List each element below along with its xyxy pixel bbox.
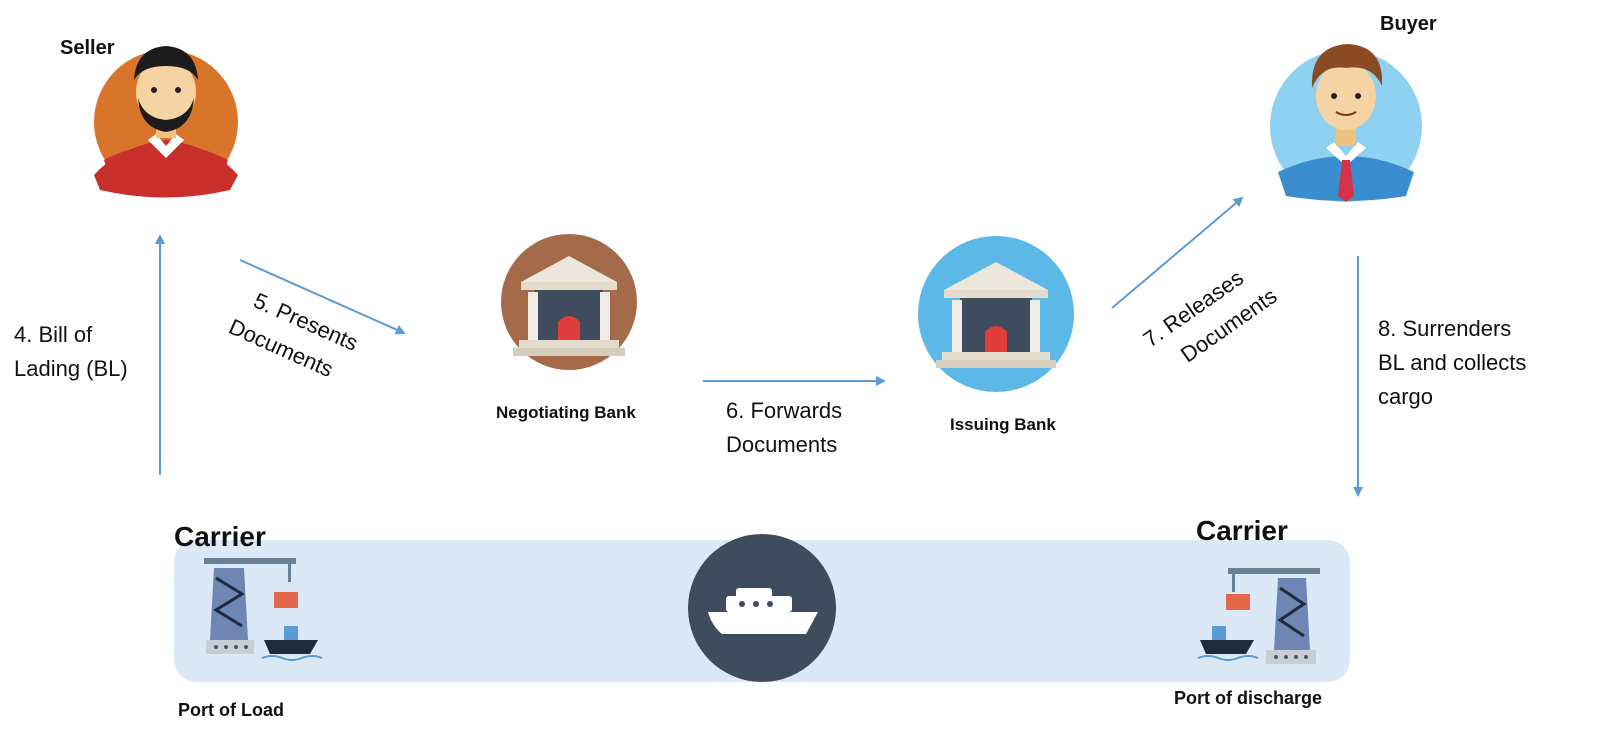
seller-avatar: [94, 46, 238, 198]
step8-label-line2: BL and collects: [1378, 350, 1526, 375]
seller-node: Seller: [60, 37, 238, 198]
negotiating-bank-node: Negotiating Bank: [496, 234, 637, 422]
step7-label: 7. Releases Documents: [1139, 265, 1282, 367]
issuing-bank-icon: [918, 236, 1074, 392]
step4-label-line2: Lading (BL): [14, 356, 128, 381]
seller-label: Seller: [60, 37, 115, 59]
port-of-load-label: Port of Load: [178, 700, 284, 720]
port-of-discharge-label: Port of discharge: [1174, 688, 1322, 708]
issuing-bank-label: Issuing Bank: [950, 415, 1056, 434]
step7-arrow: [1111, 196, 1244, 309]
buyer-node: Buyer: [1270, 13, 1437, 202]
step8-label-line1: 8. Surrenders: [1378, 316, 1511, 341]
step8-label-line3: cargo: [1378, 384, 1433, 409]
carrier-discharge-label: Carrier: [1196, 515, 1288, 546]
crane-load-icon: [204, 558, 323, 661]
ship-icon: [688, 534, 836, 682]
crane-discharge-icon: [1197, 568, 1320, 664]
step4-label-line1: 4. Bill of: [14, 322, 93, 347]
step5-label: 5. Presents Documents: [225, 288, 362, 382]
negotiating-bank-icon: [501, 234, 637, 370]
buyer-label: Buyer: [1380, 13, 1437, 35]
buyer-avatar: [1270, 44, 1422, 202]
step6-label-line1: 6. Forwards: [726, 398, 842, 423]
issuing-bank-node: Issuing Bank: [918, 236, 1074, 434]
step6-label-line2: Documents: [726, 432, 837, 457]
step5-arrow: [239, 259, 406, 335]
negotiating-bank-label: Negotiating Bank: [496, 403, 636, 422]
carrier-load-label: Carrier: [174, 521, 266, 552]
